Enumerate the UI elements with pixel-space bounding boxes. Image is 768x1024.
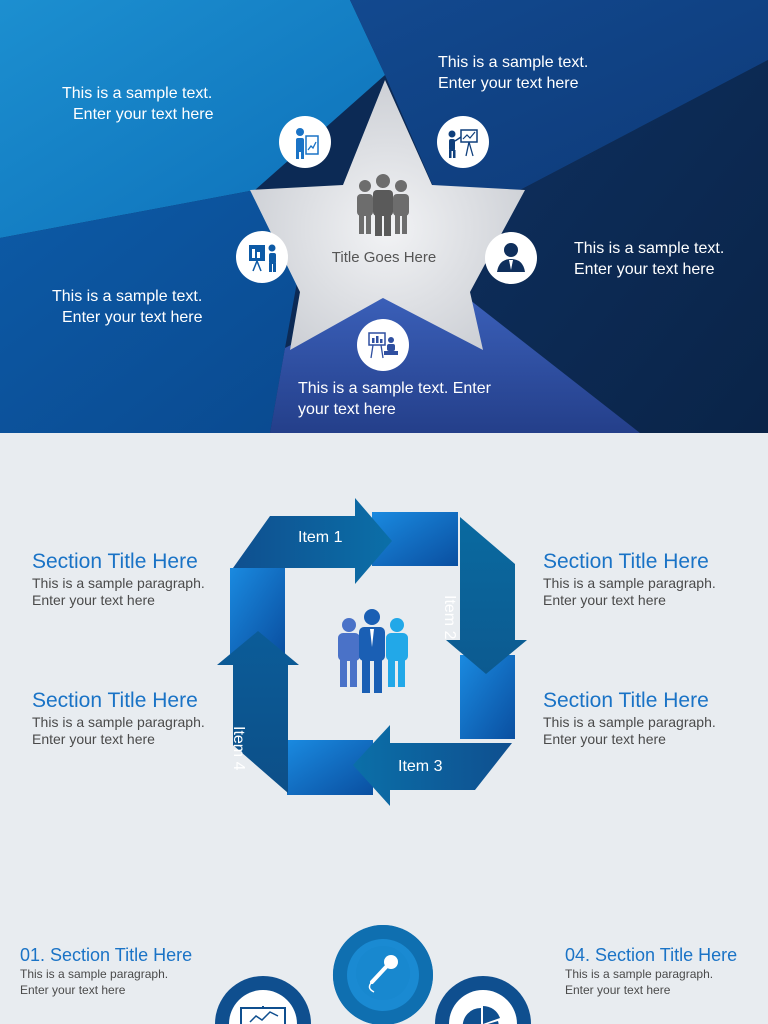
text-line: This is a sample text. Enter bbox=[298, 380, 491, 397]
section-paragraph: Enter your text here bbox=[543, 731, 666, 747]
section-title: Section Title Here bbox=[32, 550, 198, 573]
text-top-left: This is a sample text. Enter your text h… bbox=[62, 83, 232, 125]
section-paragraph: This is a sample paragraph. bbox=[543, 714, 716, 730]
section-title: 01. Section Title Here bbox=[20, 945, 193, 965]
item-2-label: Item 2 bbox=[441, 595, 458, 640]
section-paragraph: Enter your text here bbox=[20, 983, 126, 997]
section-paragraph: This is a sample paragraph. bbox=[32, 714, 205, 730]
star-title: Title Goes Here bbox=[331, 249, 437, 266]
pin-infographic-slide: 01. Section Title Here This is a sample … bbox=[0, 880, 768, 1024]
section-bottom-right: Section Title Here This is a sample para… bbox=[543, 688, 716, 748]
section-paragraph: This is a sample paragraph. bbox=[20, 967, 169, 981]
meeting-presentation-icon bbox=[357, 319, 409, 371]
star-background bbox=[0, 0, 768, 433]
text-line: Enter your text here bbox=[574, 261, 715, 278]
team-icon bbox=[357, 174, 409, 236]
microphone-icon bbox=[333, 925, 433, 1024]
board-icon bbox=[215, 976, 311, 1024]
item-4-label: Item 4 bbox=[230, 726, 247, 771]
text-line: your text here bbox=[298, 401, 396, 418]
section-paragraph: Enter your text here bbox=[565, 983, 671, 997]
arrow-item-2 bbox=[446, 517, 527, 674]
cycle-infographic-slide: Item 1 Item 2 Item 3 Item 4 Section Titl… bbox=[0, 433, 768, 880]
arrow-item-3 bbox=[353, 725, 512, 806]
section-paragraph: Enter your text here bbox=[32, 731, 155, 747]
segment-top-left bbox=[0, 0, 385, 238]
training-board-icon bbox=[236, 231, 288, 283]
text-right: This is a sample text. Enter your text h… bbox=[574, 238, 724, 280]
presenter-chart-icon bbox=[279, 116, 331, 168]
section-title: 04. Section Title Here bbox=[565, 945, 738, 965]
text-line: Enter your text here bbox=[62, 309, 203, 326]
text-line: This is a sample text. bbox=[52, 288, 203, 305]
segment-left bbox=[0, 190, 305, 433]
team-icon bbox=[338, 609, 408, 693]
presenter-board-icon bbox=[437, 116, 489, 168]
arrow-item-4 bbox=[217, 631, 299, 793]
text-bottom: This is a sample text. Enter your text h… bbox=[298, 378, 491, 420]
section-title: Section Title Here bbox=[32, 689, 198, 712]
section-paragraph: Enter your text here bbox=[543, 592, 666, 608]
section-title: Section Title Here bbox=[543, 550, 709, 573]
text-line: This is a sample text. bbox=[438, 54, 589, 71]
segment-right bbox=[470, 60, 768, 433]
section-top-right: Section Title Here This is a sample para… bbox=[543, 549, 716, 609]
text-left: This is a sample text. Enter your text h… bbox=[52, 286, 203, 328]
text-top-right: This is a sample text. Enter your text h… bbox=[438, 52, 588, 94]
section-04: 04. Section Title Here This is a sample … bbox=[565, 944, 737, 998]
businessman-icon bbox=[485, 232, 537, 284]
item-1-label: Item 1 bbox=[298, 529, 343, 546]
item-3-label: Item 3 bbox=[398, 758, 443, 775]
section-bottom-left: Section Title Here This is a sample para… bbox=[32, 688, 205, 748]
cycle-arrows bbox=[217, 498, 527, 806]
arrow-item-1 bbox=[233, 498, 392, 584]
pin-shapes bbox=[215, 925, 531, 1024]
section-paragraph: This is a sample paragraph. bbox=[565, 967, 714, 981]
section-paragraph: This is a sample paragraph. bbox=[543, 575, 716, 591]
section-01: 01. Section Title Here This is a sample … bbox=[20, 944, 192, 998]
text-line: Enter your text here bbox=[438, 75, 579, 92]
star-infographic-slide: This is a sample text. Enter your text h… bbox=[0, 0, 768, 433]
text-line: This is a sample text. bbox=[574, 240, 725, 257]
section-paragraph: Enter your text here bbox=[32, 592, 155, 608]
section-top-left: Section Title Here This is a sample para… bbox=[32, 549, 205, 609]
text-line: This is a sample text. bbox=[62, 85, 213, 102]
section-title: Section Title Here bbox=[543, 689, 709, 712]
pie-chart-icon bbox=[435, 976, 531, 1024]
text-line: Enter your text here bbox=[73, 106, 214, 123]
section-paragraph: This is a sample paragraph. bbox=[32, 575, 205, 591]
